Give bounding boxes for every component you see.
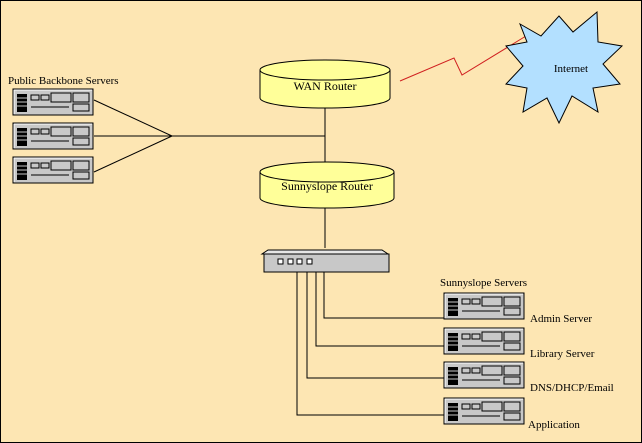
network-wires [93,99,444,416]
wire-public-3 [93,135,173,173]
server-application-label: Application [528,419,580,431]
sunnyslope-servers-label: Sunnyslope Servers [440,277,527,289]
wan-link-lightning [399,35,527,82]
sunnyslope-router: Sunnyslope Router [259,161,395,209]
wire-switch-to-dns [306,272,444,379]
wire-switch-to-admin [323,272,444,319]
rack-server-icon [443,327,525,355]
rack-server-icon [443,361,525,389]
rack-server-icon [443,292,525,320]
server-library: Library Server [443,327,595,360]
server-dns: DNS/DHCP/Email [443,361,614,394]
network-switch-icon [260,249,390,273]
rack-server-icon [12,156,94,184]
wire-public-1 [93,99,173,137]
wan-router: WAN Router [259,59,391,109]
internet-cloud-icon [505,10,624,125]
server-library-label: Library Server [530,348,595,360]
server-dns-label: DNS/DHCP/Email [530,382,614,394]
wire-switch-to-library [315,272,444,347]
server-application: Application [443,397,580,431]
public-server-2 [12,122,94,150]
sunnyslope-router-label: Sunnyslope Router [281,179,373,193]
server-admin-label: Admin Server [530,313,592,325]
internet-label: Internet [554,63,588,75]
wire-switch-to-application [296,272,444,416]
network-switch [260,249,390,273]
public-server-3 [12,156,94,184]
cylinder-router-icon [259,161,395,209]
wan-router-label: WAN Router [294,79,357,93]
server-admin: Admin Server [443,292,592,325]
rack-server-icon [443,397,525,425]
rack-server-icon [12,122,94,150]
public-server-1 [12,88,94,116]
public-servers-label: Public Backbone Servers [8,75,119,87]
cylinder-router-icon [259,59,391,109]
rack-server-icon [12,88,94,116]
internet-cloud: Internet [505,10,624,125]
